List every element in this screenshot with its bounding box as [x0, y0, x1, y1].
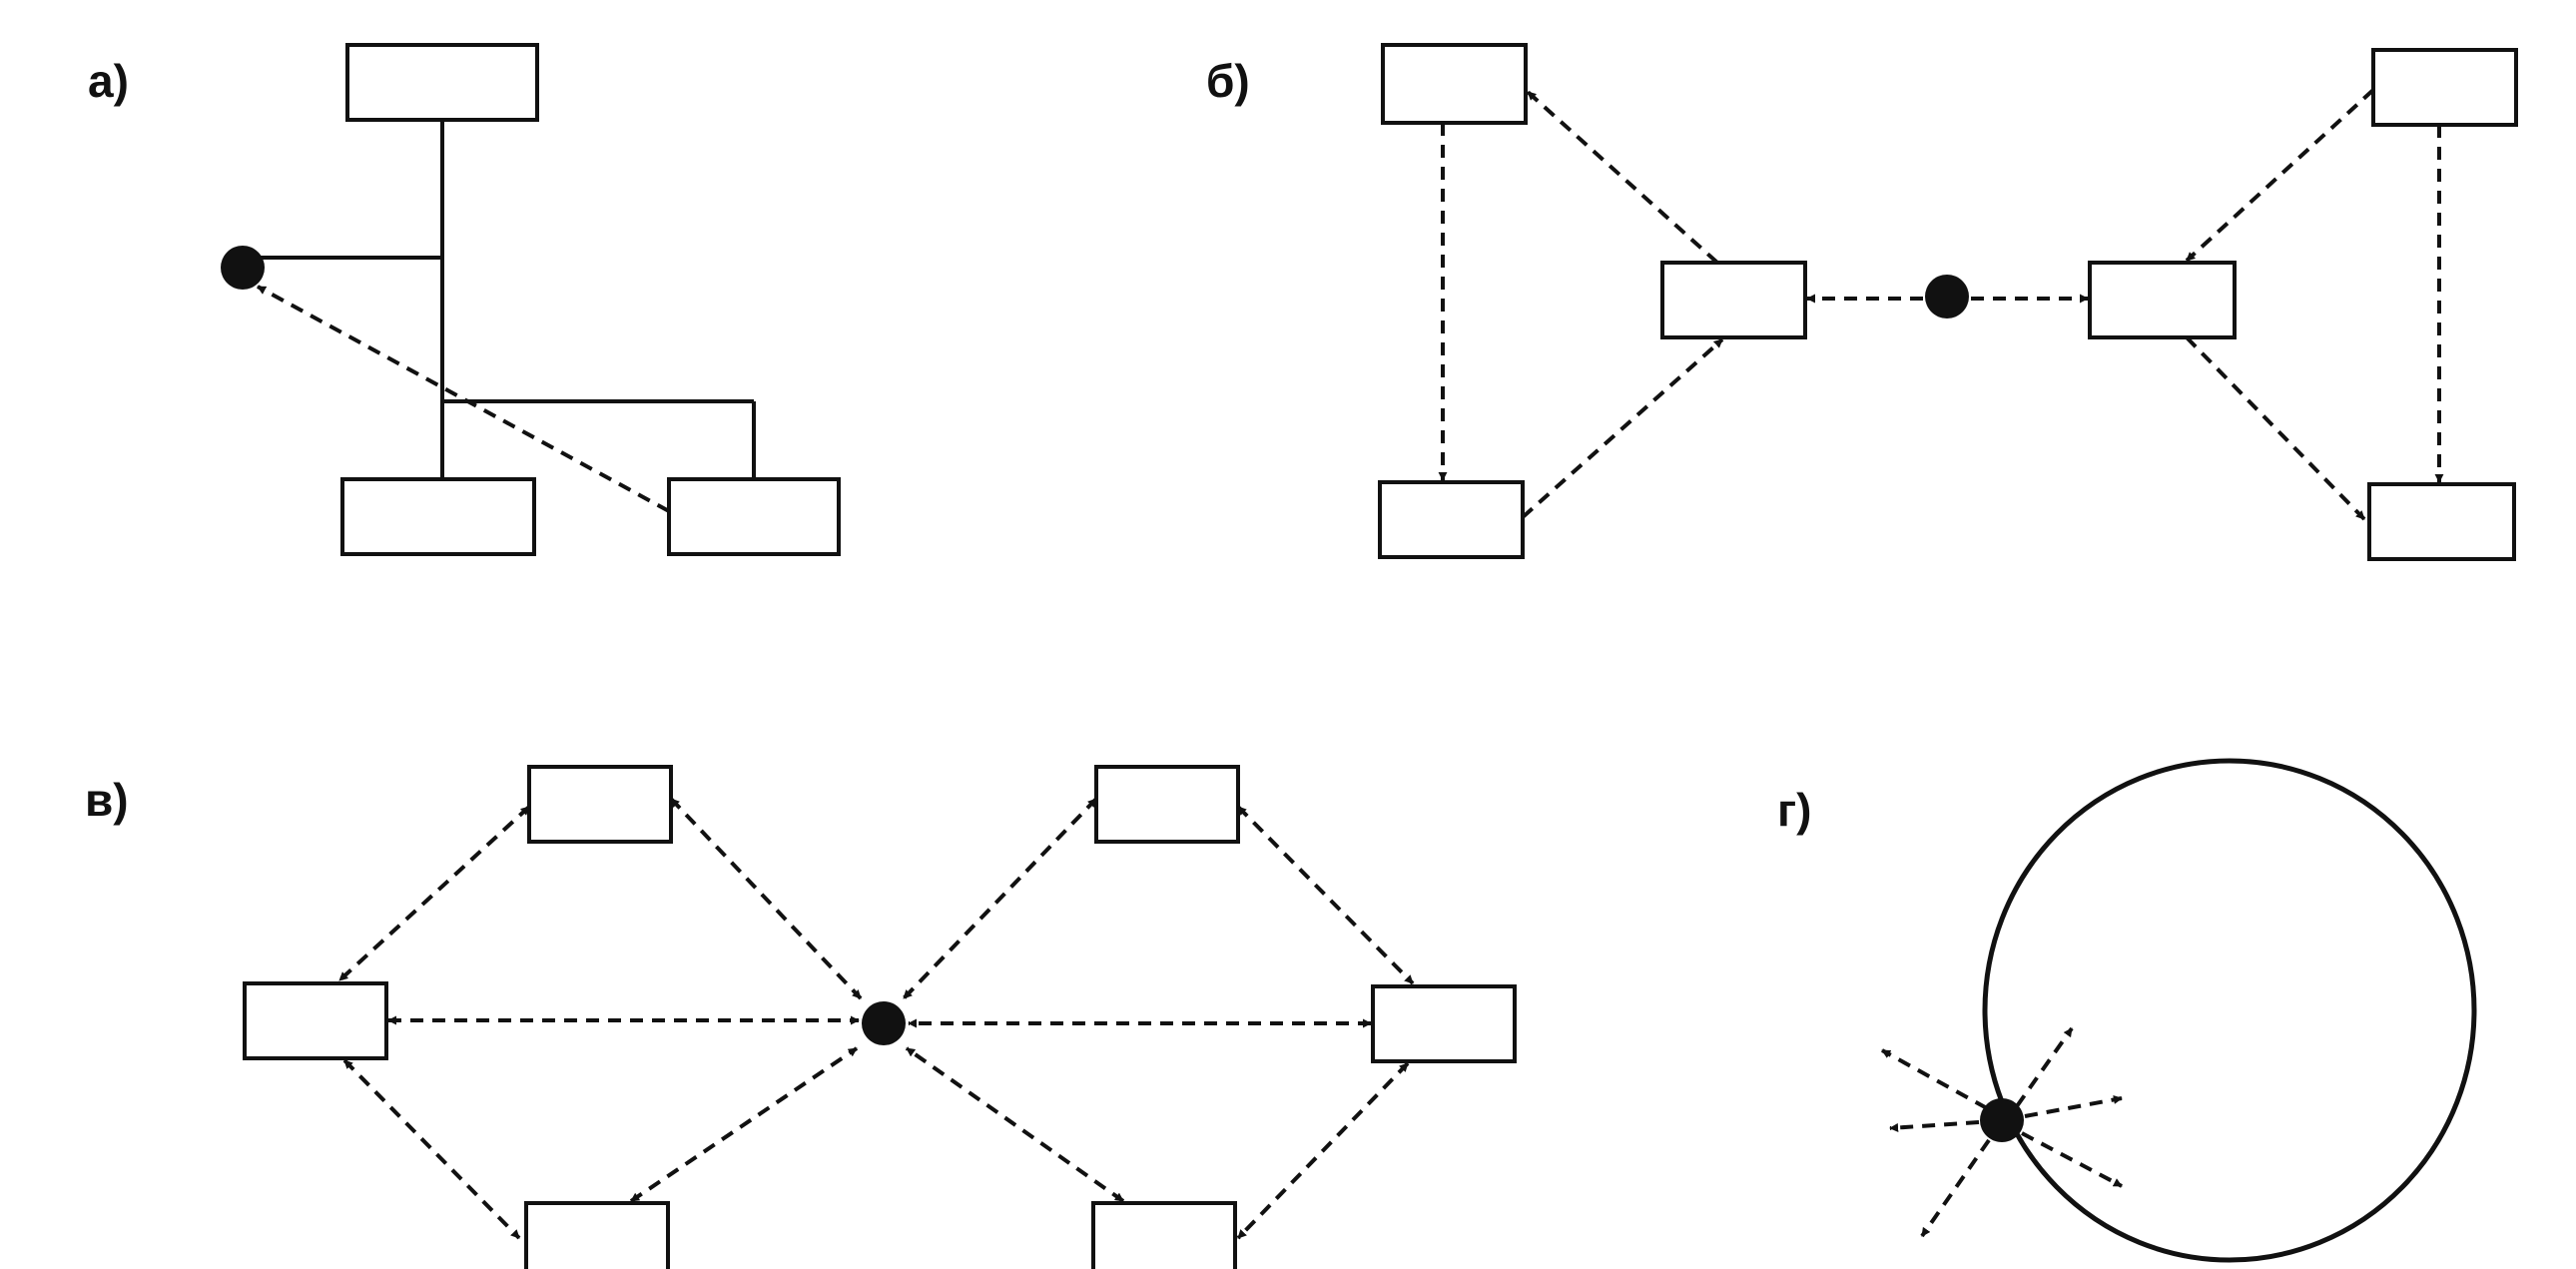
panel-g-node: [1980, 1098, 2024, 1142]
panel-b-mid-right-box: [2088, 261, 2237, 339]
panel-g-arrow-down-left: [1920, 1138, 1991, 1238]
panel-label-v: в): [85, 774, 129, 826]
panel-a-dashed-link: [257, 285, 670, 513]
panel-v-link-right-top-node: [902, 797, 1098, 1000]
panel-v-right-top-box: [1094, 765, 1240, 844]
panel-b-link-mid-left-to-top-left: [1526, 90, 1719, 265]
panel-b-link-mid-right-to-bottom-right: [2185, 335, 2366, 521]
panel-b-bottom-right-box: [2367, 482, 2516, 561]
panel-a-bottom-left-box: [340, 477, 536, 556]
panel-g-arrow-up-left: [1881, 1048, 1988, 1110]
panel-a-top-box: [345, 43, 539, 122]
panel-b-mid-left-box: [1660, 261, 1807, 339]
panel-v: [243, 765, 1517, 1269]
panel-v-link-left-top-left-mid: [337, 805, 531, 982]
panel-g-arrow-right: [2024, 1095, 2123, 1118]
panel-v-link-right-mid-right-bottom: [1236, 1061, 1410, 1240]
panel-g-arrow-down-right: [2021, 1131, 2123, 1188]
panel-label-g: г): [1777, 784, 1812, 836]
panel-b-node: [1925, 275, 1969, 318]
panel-b-link-bottom-left-to-mid-left: [1521, 337, 1724, 519]
panel-b-bottom-left-box: [1378, 480, 1525, 559]
panel-b-link-top-right-to-mid-right: [2185, 88, 2375, 263]
panel-v-link-left-top-node: [669, 797, 863, 1000]
panel-b-top-left-box: [1381, 43, 1528, 125]
panel-label-b: б): [1206, 55, 1250, 107]
panel-v-right-mid-box: [1371, 984, 1517, 1063]
panel-v-node: [862, 1001, 906, 1045]
panel-v-left-mid-box: [243, 981, 388, 1060]
panel-g-arrow-up-right: [2015, 1026, 2074, 1108]
panel-b: [1378, 43, 2518, 561]
panel-a: [221, 43, 841, 556]
panel-v-left-bottom-box: [524, 1201, 670, 1269]
panel-label-a: а): [88, 55, 129, 107]
panel-g-arrow-left: [1889, 1120, 1980, 1132]
panel-g-ring: [1982, 758, 2477, 1263]
panel-v-link-left-mid-left-bottom: [342, 1058, 521, 1240]
panel-b-top-right-box: [2371, 48, 2518, 127]
panel-a-bottom-right-box: [667, 477, 841, 556]
panel-v-left-top-box: [527, 765, 673, 844]
panel-g: [1881, 758, 2477, 1263]
panel-v-link-right-top-right-mid: [1236, 805, 1415, 985]
panel-v-link-left-bottom-node: [629, 1046, 859, 1203]
panel-a-node: [221, 246, 265, 290]
panel-v-link-right-bottom-node: [905, 1046, 1125, 1203]
panel-v-right-bottom-box: [1091, 1201, 1237, 1269]
